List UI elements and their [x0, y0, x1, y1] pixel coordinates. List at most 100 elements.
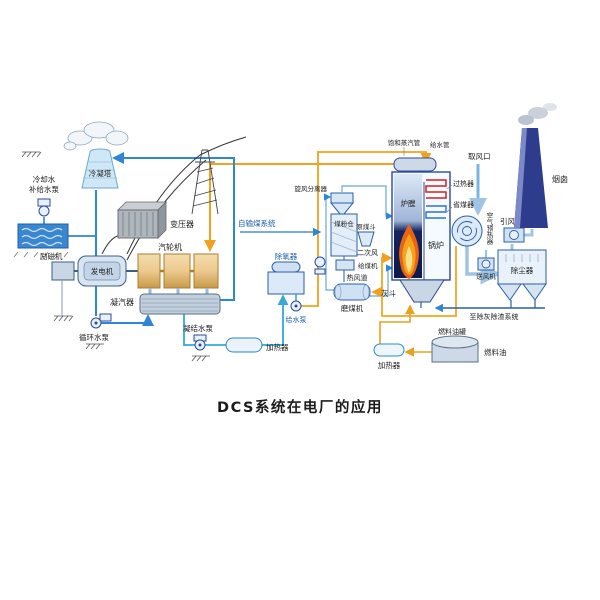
circulating-pump: 循环水泵: [79, 313, 112, 350]
tower-braces: [192, 161, 218, 207]
lp-heater: 加热器: [225, 337, 289, 353]
id-fan-wheel: [509, 230, 519, 240]
transmission-tower: [191, 149, 219, 215]
circ-pump-hub: [94, 321, 98, 325]
label-dust-collector: 除尘器: [511, 265, 534, 275]
condenser-tubes: [142, 298, 218, 312]
label-generator: 发电机: [91, 266, 114, 276]
condensate-pump: 凝结水泵: [183, 323, 213, 362]
steam-cloud: [105, 130, 129, 146]
raw-coal-hopper: 原煤斗: [356, 222, 376, 247]
feed-water-pipe-line: [301, 151, 432, 307]
label-cooling-water: 冷却水: [33, 174, 56, 184]
label-secondary-air: 二次风: [357, 248, 378, 257]
power-line-2: [126, 159, 207, 261]
oil-tank-top: [431, 335, 479, 349]
exhaust-fan: [314, 256, 326, 275]
superheater-coil: [425, 179, 447, 199]
ground-hatch: [53, 315, 74, 322]
makeup-pump: [38, 205, 50, 217]
cyclone-separator: 旋风分离器: [295, 184, 355, 215]
smoke-puff: [518, 115, 534, 125]
label-lp-heater: 加热器: [266, 342, 289, 352]
label-feed-pump: 给水泵: [286, 315, 307, 324]
exhaust-necks: [148, 288, 209, 294]
label-leader: [446, 206, 453, 213]
label-transformer: 变压器: [170, 219, 194, 229]
makeup-pump-group: 冷却水 补给水泵: [21, 151, 59, 217]
mill-end: [334, 284, 342, 300]
power-line-3: [199, 136, 247, 156]
chimney: 烟囱: [514, 103, 568, 228]
feed-pump-hub: [294, 304, 298, 308]
makeup-pump-motor: [37, 198, 51, 207]
deaerator: 除氧器: [267, 251, 305, 295]
fd-fan: 送风机: [476, 257, 496, 281]
ground-hatch: [191, 355, 210, 362]
ip-cylinder: [163, 253, 191, 289]
label-exciter: 励磁机: [40, 251, 63, 261]
steam-drum: [393, 157, 437, 172]
label-saturated-steam-pipe: 饱和蒸汽管: [388, 138, 421, 147]
condenser: 凝汽器: [110, 293, 221, 315]
ground-hatch: [21, 151, 42, 158]
transformer: 变压器: [117, 201, 194, 239]
preheater-shell: [451, 215, 483, 247]
label-fuel-oil-tank: 燃料油罐: [438, 327, 466, 336]
label-cooling-tower: 冷凝塔: [89, 168, 112, 178]
exhaust-fan-base: [314, 268, 326, 275]
preheater-spiral-inner: [462, 226, 472, 236]
bunker-body: [330, 213, 358, 257]
coal-feeder: 给煤机: [335, 256, 378, 282]
condensate-line-1: [183, 314, 226, 346]
id-fan: 引风机: [500, 216, 525, 243]
label-deaerator: 除氧器: [275, 251, 298, 261]
steam-cloud: [83, 121, 115, 139]
label-coal-bunker: 煤粉仓: [334, 219, 354, 228]
raw-hopper-body: [357, 231, 375, 247]
label-fd-fan: 送风机: [476, 272, 496, 281]
label-ash-removal: 至除灰除渣系统: [470, 312, 519, 321]
economizer-coil: [425, 205, 447, 219]
collector-hopper: [522, 283, 547, 301]
coal-mill: 磨煤机: [333, 283, 371, 313]
generator-lead: [101, 234, 121, 255]
label-coal-conveying: 自输煤系统: [238, 218, 276, 228]
ground-hatch: [85, 343, 104, 350]
steam-turbine: 汽轮机: [137, 242, 219, 294]
hp-cylinder: [137, 253, 161, 289]
label-air-intake: 取风口: [468, 152, 491, 161]
cond-pump-hub: [198, 343, 202, 347]
hot-air-duct-line: [381, 246, 457, 317]
fuel-oil-tank: 燃料油罐 燃料油: [431, 327, 507, 363]
label-ash-hopper: 灰斗: [381, 288, 396, 298]
label-economizer: 省煤器: [453, 200, 474, 209]
ash-drain-lines: [420, 300, 536, 308]
exciter-body: [51, 261, 75, 281]
label-air-preheater: 空气预热器: [485, 211, 493, 246]
label-makeup-pump: 补给水泵: [29, 184, 59, 194]
label-oil-heater: 加热器: [378, 360, 401, 370]
label-raw-coal-hopper: 原煤斗: [356, 222, 376, 231]
label-fuel-oil: 燃料油: [484, 347, 507, 357]
oil-heater-shell: [373, 343, 405, 357]
label-boiler: 锅炉: [428, 240, 444, 250]
fd-fan-wheel: [481, 259, 491, 269]
cooling-tower: 冷凝塔: [63, 121, 129, 189]
bank-hatch: [13, 251, 69, 258]
air-preheater: 空气预热器: [451, 211, 493, 247]
flue-duct-3: [524, 229, 534, 237]
label-chimney: 烟囱: [552, 174, 568, 184]
cyclone-cone: [329, 202, 355, 215]
feed-pump: 给水泵: [286, 294, 307, 324]
condensate-line-2: [262, 294, 289, 346]
bunker-hatch: [330, 221, 358, 253]
lp-heater-shell: [225, 337, 263, 353]
diagram-title: DCS系统在电厂的应用: [217, 398, 383, 416]
cyclone-exhaust-line: [341, 185, 394, 220]
lp-cylinder: [193, 253, 219, 289]
boiler: 炉膛 锅炉: [391, 157, 451, 303]
exciter: 励磁机: [40, 251, 78, 322]
label-cyclone: 旋风分离器: [295, 184, 328, 193]
